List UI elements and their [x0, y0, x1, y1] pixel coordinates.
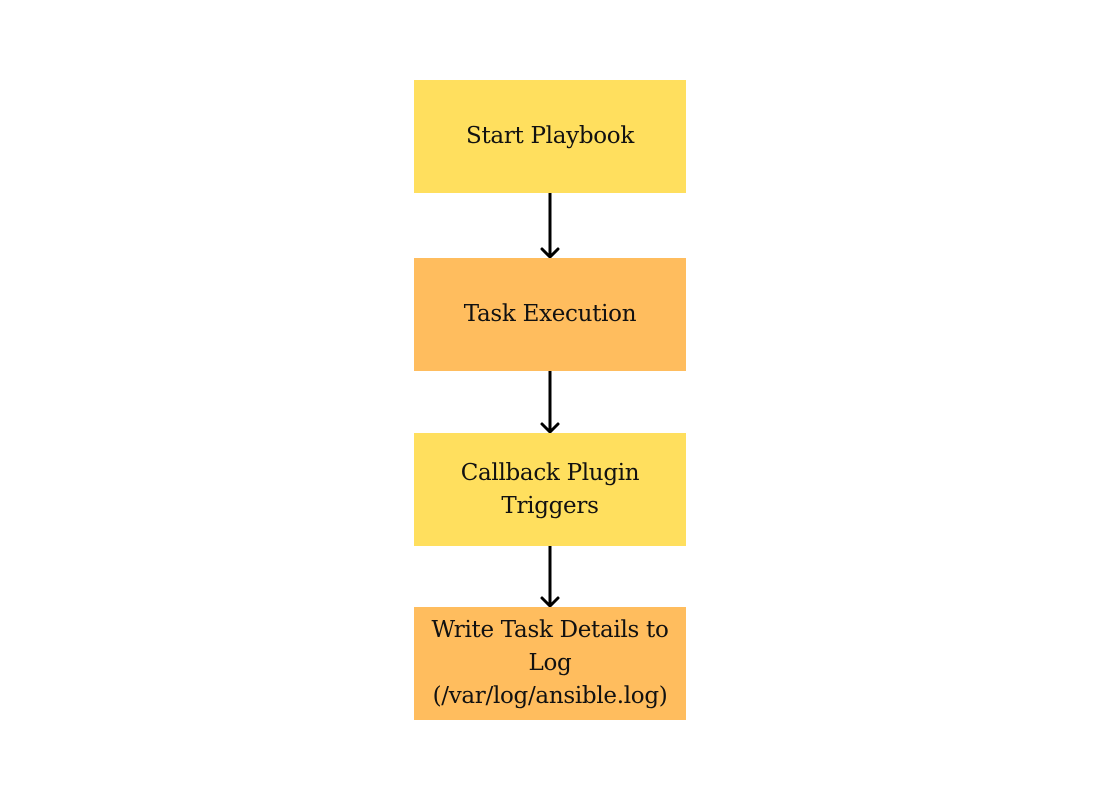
node-task-execution: Task Execution [414, 258, 686, 371]
node-callback-plugin-triggers: Callback Plugin Triggers [414, 433, 686, 546]
node-start-playbook: Start Playbook [414, 80, 686, 193]
edge-callback-to-write [540, 546, 560, 608]
node-label: Start Playbook [466, 123, 634, 149]
edge-start-to-task [540, 193, 560, 259]
arrowhead-icon [540, 596, 560, 608]
edge-task-to-callback [540, 371, 560, 434]
node-label: Write Task Details to Log (/var/log/ansi… [431, 617, 669, 709]
arrowhead-icon [540, 247, 560, 259]
node-write-task-details: Write Task Details to Log (/var/log/ansi… [414, 607, 686, 720]
node-label: Task Execution [463, 301, 637, 327]
arrowhead-icon [540, 422, 560, 434]
node-label: Callback Plugin Triggers [460, 459, 640, 519]
